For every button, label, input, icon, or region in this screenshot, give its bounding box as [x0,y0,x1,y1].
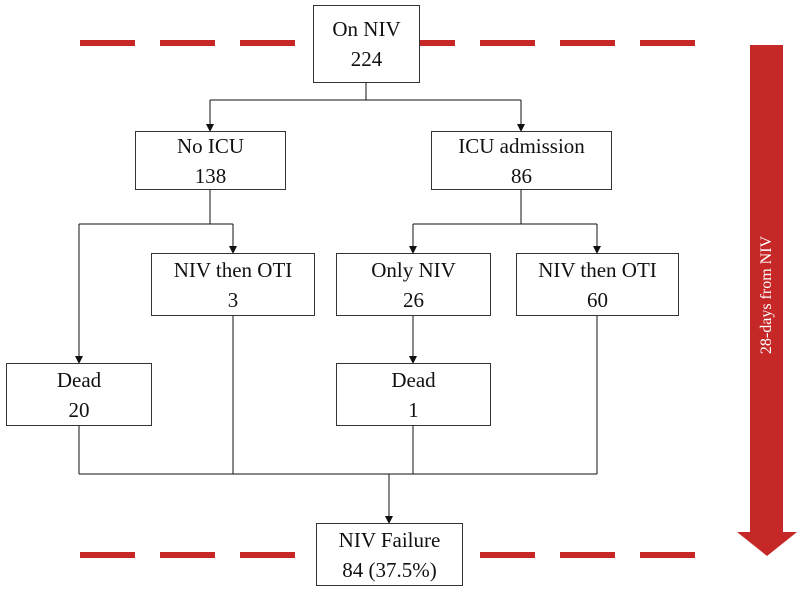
icu-niv-then-oti-title: NIV then OTI [538,257,657,282]
icu-niv-then-oti-count: 60 [587,287,608,312]
no-icu-box: No ICU 138 [135,131,286,190]
noicu-dead-box: Dead 20 [6,363,152,426]
icu-dead-title: Dead [391,367,436,392]
noicu-niv-then-oti-box: NIV then OTI 3 [151,253,315,316]
no-icu-title: No ICU [176,133,245,158]
timeline-label: 28-days from NIV [758,235,775,355]
icu-dead-count: 1 [408,397,419,422]
only-niv-count: 26 [403,287,424,312]
noicu-niv-then-oti-title: NIV then OTI [173,257,293,282]
niv-failure-title: NIV Failure [338,527,441,552]
icu-niv-then-oti-box: NIV then OTI 60 [516,253,679,316]
on-niv-box: On NIV 224 [313,5,420,83]
icu-admission-count: 86 [511,163,532,188]
icu-dead-box: Dead 1 [336,363,491,426]
niv-failure-count: 84 (37.5%) [342,557,437,582]
noicu-dead-title: Dead [56,367,102,392]
only-niv-title: Only NIV [371,257,456,282]
icu-admission-title: ICU admission [458,133,585,158]
icu-admission-box: ICU admission 86 [431,131,612,190]
only-niv-box: Only NIV 26 [336,253,491,316]
on-niv-title: On NIV [332,17,401,41]
on-niv-count: 224 [350,47,383,71]
noicu-niv-then-oti-count: 3 [227,287,239,312]
no-icu-count: 138 [194,163,227,188]
timeline-arrow [737,45,797,556]
noicu-dead-count: 20 [68,397,90,422]
niv-failure-box: NIV Failure 84 (37.5%) [316,523,463,586]
